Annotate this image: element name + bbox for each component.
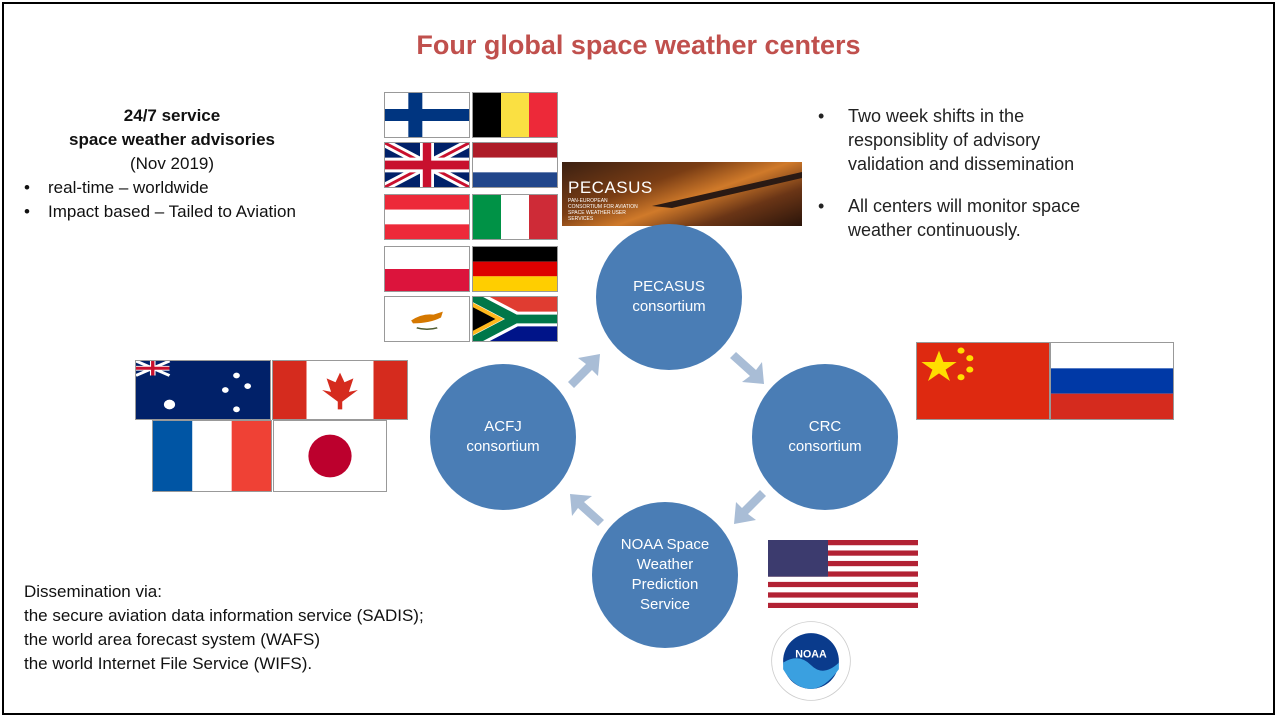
arrow-crc-to-noaa-icon [734,490,766,524]
crc-consortium-label: CRC consortium [788,418,862,455]
noaa-node-label: NOAA Space Weather Prediction Service [620,536,710,613]
noaa-logo-icon: NOAA [771,621,851,701]
noaa-logo-text: NOAA [795,649,827,661]
dissemination-heading: Dissemination via: [24,582,162,601]
crc-consortium-node: CRC consortium [752,364,898,510]
note-item: Two week shifts in the responsiblity of … [818,104,1118,176]
arrow-acfj-to-pecasus-icon [568,354,600,388]
service-line-1: 24/7 service [123,106,221,125]
noaa-node: NOAA Space Weather Prediction Service [592,502,738,648]
poland-flag-icon [384,246,470,292]
service-bullet: real-time – worldwide [22,176,372,200]
france-flag-icon [152,420,272,492]
cyprus-flag-icon [384,296,470,342]
pecasus-banner: PECASUS PAN-EUROPEAN CONSORTIUM FOR AVIA… [562,162,802,226]
austria-flag-icon [384,194,470,240]
service-bullets: real-time – worldwide Impact based – Tai… [22,176,372,224]
arrow-pecasus-to-crc-icon [730,352,764,384]
dissemination-line: the world area forecast system (WAFS) [24,630,321,649]
notes-list: Two week shifts in the responsiblity of … [818,104,1118,260]
dissemination-line: the secure aviation data information ser… [24,606,424,625]
pecasus-consortium-node: PECASUS consortium [596,224,742,370]
service-bullet: Impact based – Tailed to Aviation [22,200,372,224]
finland-flag-icon [384,92,470,138]
pecasus-banner-title: PECASUS [568,178,653,197]
usa-flag-icon [768,540,918,608]
dissemination-text: Dissemination via: the secure aviation d… [24,580,424,676]
australia-flag-icon [135,360,271,420]
note-item: All centers will monitor space weather c… [818,194,1118,242]
russia-flag-icon [1050,342,1174,420]
germany-flag-icon [472,246,558,292]
canada-flag-icon [272,360,408,420]
acfj-consortium-label: ACFJ consortium [466,418,540,455]
netherlands-flag-icon [472,142,558,188]
service-description: 24/7 service space weather advisories (N… [22,104,372,224]
service-line-2: space weather advisories [68,130,275,149]
acfj-consortium-node: ACFJ consortium [430,364,576,510]
china-flag-icon [916,342,1050,420]
japan-flag-icon [273,420,387,492]
arrow-noaa-to-acfj-icon [570,494,604,526]
pecasus-banner-subtitle: PAN-EUROPEAN CONSORTIUM FOR AVIATION SPA… [568,198,638,222]
uk-flag-icon [384,142,470,188]
belgium-flag-icon [472,92,558,138]
service-line-3: (Nov 2019) [129,154,215,173]
dissemination-line: the world Internet File Service (WIFS). [24,654,313,673]
south-africa-flag-icon [472,296,558,342]
slide-title: Four global space weather centers [416,30,861,60]
airplane-wing-icon [652,172,802,208]
pecasus-consortium-label: PECASUS consortium [632,278,706,315]
italy-flag-icon [472,194,558,240]
